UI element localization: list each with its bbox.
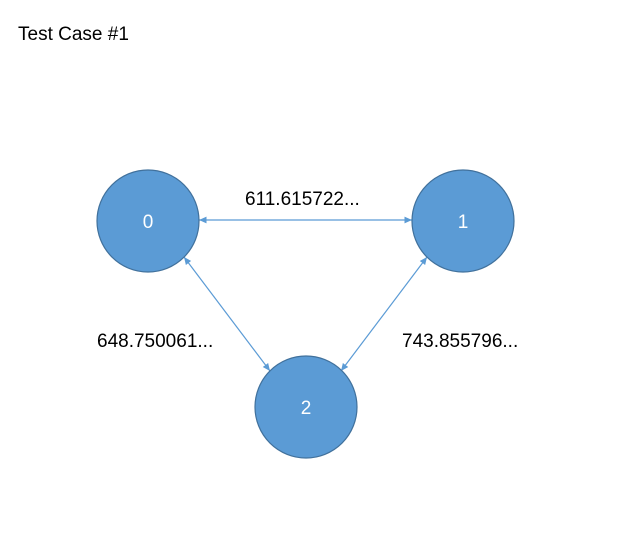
node-0-label: 0 (143, 212, 154, 233)
edge-0-1-weight: 611.615722... (245, 189, 360, 210)
node-0: 0 (96, 169, 200, 273)
node-1: 1 (411, 169, 515, 273)
node-1-circle (411, 169, 515, 273)
node-2-circle (254, 355, 358, 459)
node-0-circle (96, 169, 200, 273)
edge-0-2 (183, 256, 271, 372)
page-title: Test Case #1 (18, 24, 129, 45)
edge-1-2-weight: 743.855796... (402, 331, 519, 352)
edge-1-2 (340, 256, 428, 372)
edge-0-2-weight: 648.750061... (97, 331, 214, 352)
node-1-label: 1 (458, 212, 469, 233)
node-2-label: 2 (301, 398, 312, 419)
node-2: 2 (254, 355, 358, 459)
